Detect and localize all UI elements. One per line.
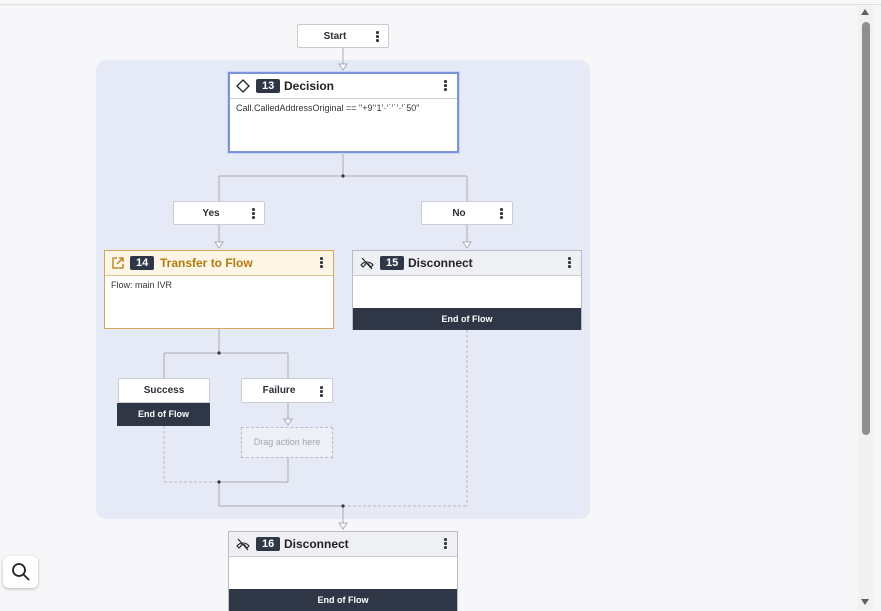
yes-menu-icon[interactable]	[252, 208, 255, 219]
decision-card[interactable]: 13 Decision Call.CalledAddressOriginal =…	[228, 72, 459, 153]
external-link-icon	[112, 257, 124, 269]
transfer-header: 14 Transfer to Flow	[105, 251, 333, 276]
disconnect-16-card[interactable]: 16 Disconnect End of Flow	[228, 531, 458, 611]
success-label: Success	[143, 385, 185, 396]
start-node[interactable]: Start	[297, 24, 389, 48]
disconnect-15-end-of-flow: End of Flow	[353, 308, 581, 330]
success-end-of-flow: End of Flow	[117, 403, 210, 426]
disconnect-16-title: Disconnect	[284, 537, 349, 551]
no-branch[interactable]: No	[421, 201, 513, 225]
disconnect-15-title: Disconnect	[408, 256, 473, 270]
no-label: No	[452, 208, 466, 219]
transfer-title: Transfer to Flow	[160, 256, 253, 270]
decision-menu-icon[interactable]	[444, 80, 447, 91]
scroll-down-arrow-icon[interactable]	[861, 599, 869, 605]
yes-label: Yes	[202, 208, 220, 219]
hangup-icon	[360, 257, 374, 270]
failure-menu-icon[interactable]	[320, 386, 323, 397]
disconnect-16-end-of-flow: End of Flow	[229, 589, 457, 611]
disconnect-16-number-badge: 16	[256, 537, 281, 551]
scrollbar-thumb[interactable]	[862, 22, 870, 435]
decision-expression: Call.CalledAddressOriginal == "+9’‘1’·‘˙…	[236, 103, 420, 113]
search-icon	[12, 563, 30, 581]
transfer-menu-icon[interactable]	[320, 257, 323, 268]
diamond-icon	[236, 79, 250, 93]
scroll-up-arrow-icon[interactable]	[861, 9, 869, 15]
start-label: Start	[323, 31, 347, 42]
yes-branch[interactable]: Yes	[173, 201, 265, 225]
hangup-icon	[236, 538, 250, 551]
start-menu-icon[interactable]	[376, 31, 379, 42]
transfer-number-badge: 14	[130, 256, 155, 270]
decision-title: Decision	[284, 79, 335, 93]
drag-action-dropzone[interactable]: Drag action here	[241, 427, 333, 458]
disconnect-15-header: 15 Disconnect	[353, 251, 581, 276]
disconnect-16-menu-icon[interactable]	[444, 538, 447, 549]
disconnect-15-number-badge: 15	[380, 256, 405, 270]
search-button[interactable]	[3, 556, 38, 588]
disconnect-16-header: 16 Disconnect	[229, 532, 457, 557]
failure-label: Failure	[262, 385, 296, 396]
disconnect-15-menu-icon[interactable]	[568, 257, 571, 268]
transfer-flow-text: Flow: main IVR	[111, 280, 173, 290]
decision-header: 13 Decision	[230, 74, 457, 99]
success-outcome[interactable]: Success	[118, 378, 210, 403]
transfer-to-flow-card[interactable]: 14 Transfer to Flow Flow: main IVR	[104, 250, 334, 329]
failure-outcome[interactable]: Failure	[241, 378, 333, 403]
decision-number-badge: 13	[256, 79, 281, 93]
no-menu-icon[interactable]	[500, 208, 503, 219]
disconnect-15-card[interactable]: 15 Disconnect End of Flow	[352, 250, 582, 330]
top-divider	[0, 4, 881, 5]
